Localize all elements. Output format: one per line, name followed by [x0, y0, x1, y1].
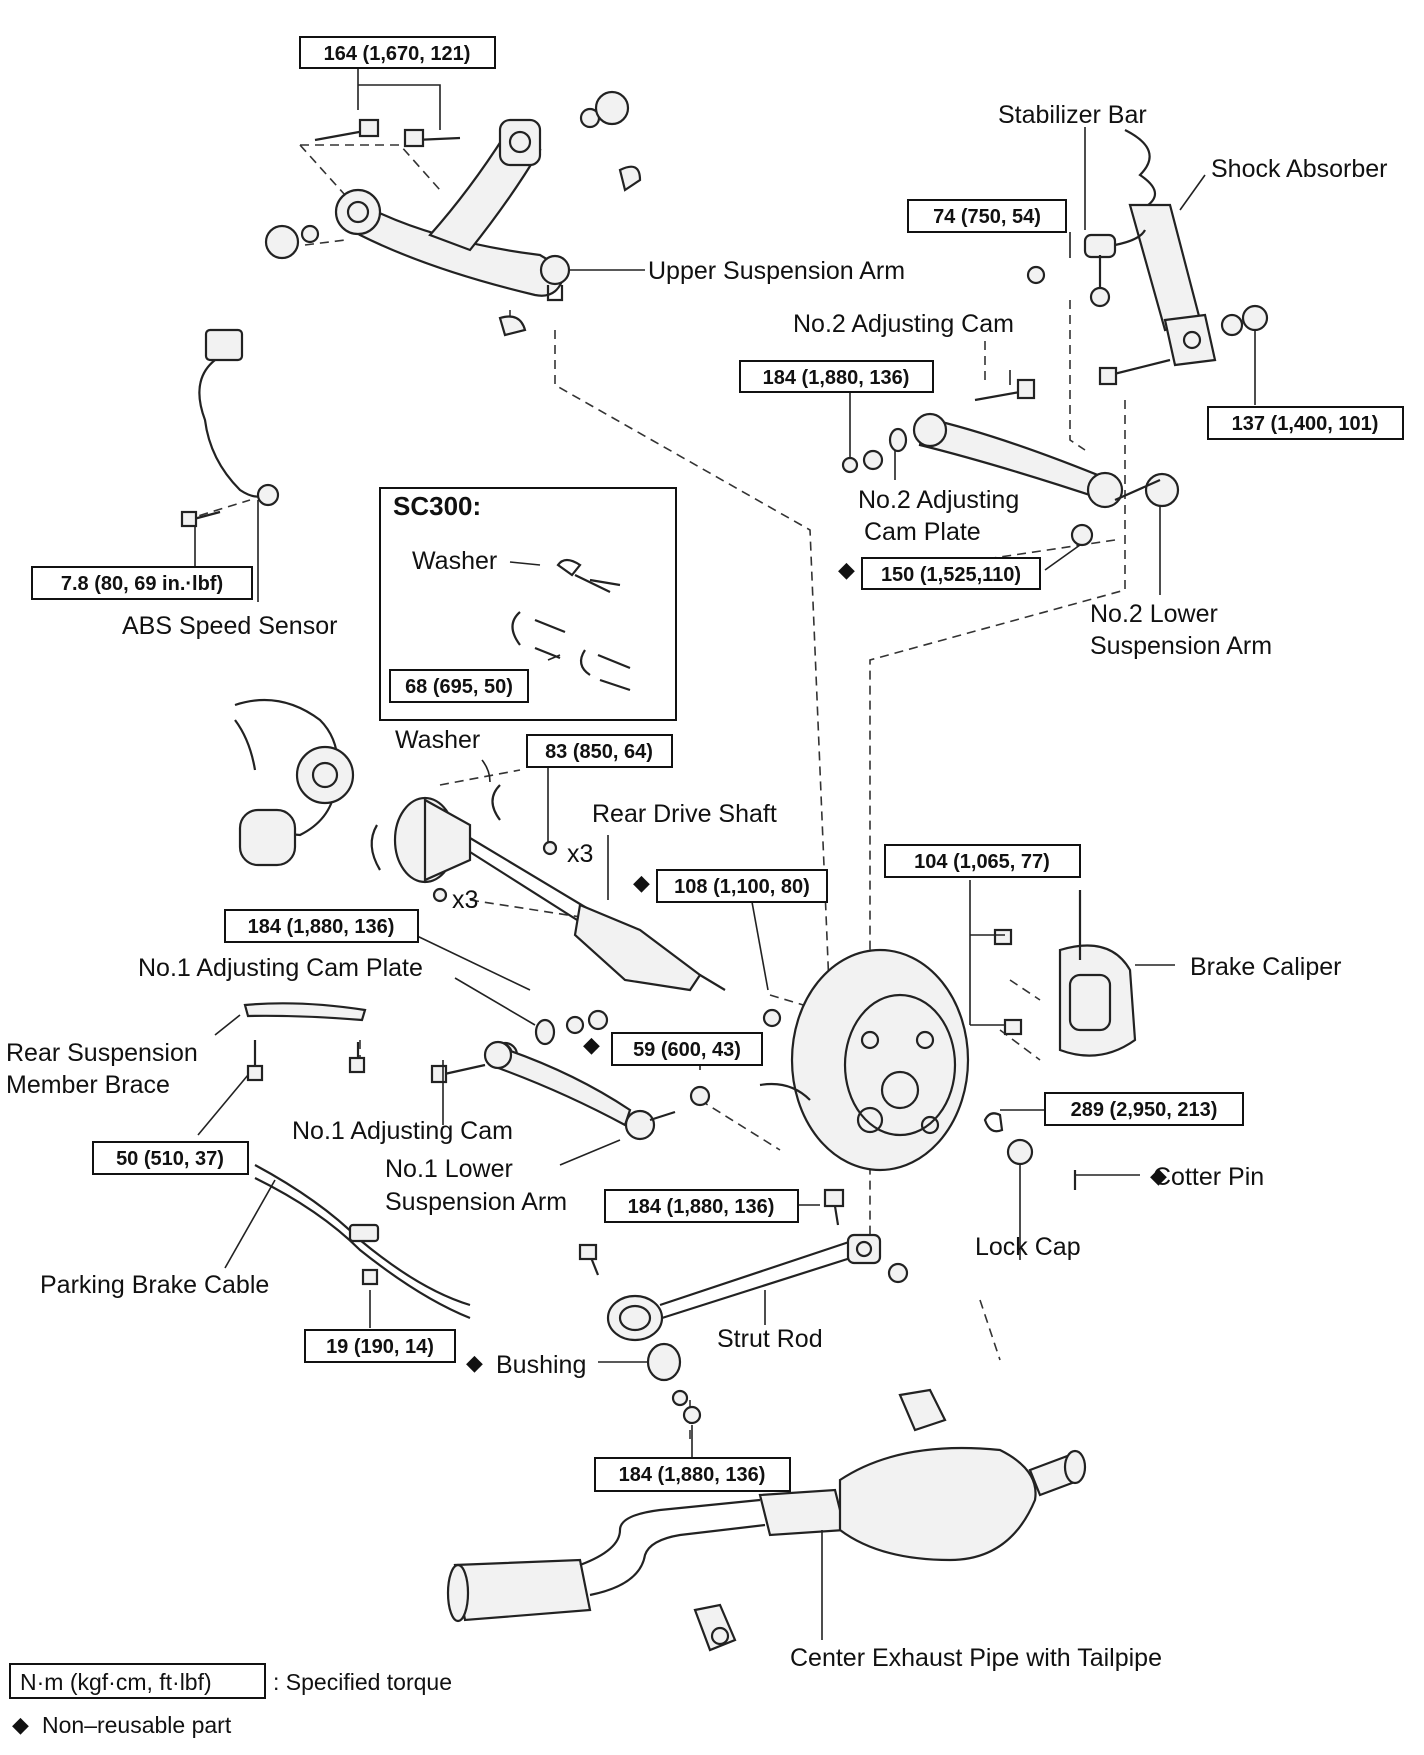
svg-text:184 (1,880, 136): 184 (1,880, 136) [248, 916, 395, 938]
label-no1-lower-arm-1: No.1 Lower [385, 1155, 513, 1183]
torque-box-no2-lower-arm: 150 (1,525,110) [861, 557, 1041, 590]
parking-cable-drawing [254, 1164, 471, 1320]
label-no1-cam-plate: No.1 Adjusting Cam Plate [138, 954, 423, 982]
label-no1-adjusting-cam: No.1 Adjusting Cam [292, 1117, 513, 1145]
label-sc300: SC300: [393, 491, 481, 521]
label-washer: Washer [395, 726, 480, 754]
svg-text:19 (190, 14): 19 (190, 14) [326, 1336, 434, 1358]
torque-box-strut-rod-bolt: 184 (1,880, 136) [604, 1189, 799, 1223]
part-labels: Stabilizer Bar Shock Absorber Upper Susp… [6, 101, 1388, 1672]
svg-text:50 (510, 37): 50 (510, 37) [116, 1148, 224, 1170]
legend-diamond: ◆ [12, 1712, 29, 1737]
torque-box-upper-arm: 164 (1,670, 121) [299, 36, 496, 69]
svg-text:150 (1,525,110): 150 (1,525,110) [881, 564, 1021, 586]
diamond-no2-lower-arm-nut: ◆ [838, 557, 855, 582]
differential-drawing [234, 698, 355, 867]
torque-box-abs: 7.8 (80, 69 in.·lbf) [31, 566, 253, 600]
legend-nonreusable: Non–reusable part [42, 1712, 232, 1738]
svg-text:68 (695, 50): 68 (695, 50) [405, 676, 513, 698]
svg-text:184 (1,880, 136): 184 (1,880, 136) [763, 367, 910, 389]
label-x3-a: x3 [567, 840, 593, 868]
label-x3-b: x3 [452, 886, 478, 914]
svg-text:184 (1,880, 136): 184 (1,880, 136) [628, 1196, 775, 1218]
torque-box-sc300: 68 (695, 50) [389, 669, 529, 703]
label-no2-adjusting-cam: No.2 Adjusting Cam [793, 310, 1014, 338]
label-upper-suspension-arm: Upper Suspension Arm [648, 257, 905, 285]
svg-text:164 (1,670, 121): 164 (1,670, 121) [324, 43, 471, 65]
drive-shaft-drawing [370, 784, 726, 992]
label-shock-absorber: Shock Absorber [1211, 155, 1388, 183]
torque-box-shock: 137 (1,400, 101) [1207, 406, 1404, 440]
legend: N·m (kgf·cm, ft·lbf) : Specified torque … [9, 1663, 452, 1738]
label-parking-brake-cable: Parking Brake Cable [40, 1271, 269, 1299]
label-rear-brace-1: Rear Suspension [6, 1039, 198, 1067]
diamond-cotter-pin: ◆ [1150, 1163, 1167, 1188]
brake-drawing [689, 890, 1137, 1190]
legend-unit-box: N·m (kgf·cm, ft·lbf) [20, 1669, 212, 1695]
member-brace-drawing [243, 1002, 367, 1082]
label-brake-caliper: Brake Caliper [1190, 953, 1341, 981]
label-cotter-pin: Cotter Pin [1153, 1163, 1264, 1191]
label-no1-lower-arm-2: Suspension Arm [385, 1188, 567, 1216]
svg-text:7.8 (80, 69 in.·lbf): 7.8 (80, 69 in.·lbf) [61, 573, 223, 595]
svg-text:74 (750, 54): 74 (750, 54) [933, 206, 1041, 228]
torque-box-brace: 50 (510, 37) [92, 1141, 249, 1175]
label-lock-cap: Lock Cap [975, 1233, 1081, 1261]
svg-text:59 (600, 43): 59 (600, 43) [633, 1039, 741, 1061]
label-stabilizer-bar: Stabilizer Bar [998, 101, 1147, 129]
leader-lines [194, 68, 1256, 1640]
torque-box-cable: 19 (190, 14) [304, 1329, 456, 1363]
svg-text:83 (850, 64): 83 (850, 64) [545, 741, 653, 763]
svg-text:108 (1,100, 80): 108 (1,100, 80) [674, 876, 810, 898]
label-exhaust: Center Exhaust Pipe with Tailpipe [790, 1644, 1162, 1672]
shock-absorber-drawing [1026, 129, 1269, 386]
torque-box-caliper: 104 (1,065, 77) [884, 844, 1081, 878]
no2-lower-arm-drawing [841, 378, 1180, 547]
strut-rod-drawing [578, 1188, 909, 1425]
label-strut-rod: Strut Rod [717, 1325, 823, 1353]
label-rear-brace-2: Member Brace [6, 1071, 170, 1099]
torque-box-axle-nut: 289 (2,950, 213) [1044, 1092, 1244, 1126]
torque-box-no1-lower-arm: 59 (600, 43) [611, 1032, 763, 1066]
diamond-bushing: ◆ [466, 1350, 483, 1375]
torque-box-hub-nut: 108 (1,100, 80) [656, 869, 828, 903]
label-rear-drive-shaft: Rear Drive Shaft [592, 800, 777, 828]
label-abs-speed-sensor: ABS Speed Sensor [122, 612, 337, 640]
svg-text:184 (1,880, 136): 184 (1,880, 136) [619, 1464, 766, 1486]
diamond-hub-nut: ◆ [633, 870, 650, 895]
legend-unit-desc: : Specified torque [273, 1669, 452, 1695]
torque-box-no1-cam: 184 (1,880, 136) [224, 909, 419, 943]
no1-lower-arm-drawing [430, 1009, 676, 1141]
upper-suspension-arm-drawing [264, 90, 642, 337]
svg-text:104 (1,065, 77): 104 (1,065, 77) [914, 851, 1050, 873]
nonreusable-markers: ◆ ◆ ◆ ◆ ◆ [466, 557, 1167, 1375]
torque-box-no2-cam: 184 (1,880, 136) [739, 360, 934, 393]
label-no2-cam-plate-1: No.2 Adjusting [858, 486, 1019, 514]
exhaust-drawing [446, 1388, 1087, 1652]
torque-box-drive-shaft: 83 (850, 64) [526, 734, 673, 768]
abs-sensor-drawing [180, 328, 280, 528]
torque-box-stabilizer: 74 (750, 54) [907, 199, 1067, 233]
torque-box-strut-rod-nut: 184 (1,880, 136) [594, 1457, 791, 1492]
label-bushing: Bushing [496, 1351, 586, 1379]
label-sc300-washer: Washer [412, 547, 497, 575]
diamond-no1-arm-nut: ◆ [583, 1032, 600, 1057]
svg-text:137 (1,400, 101): 137 (1,400, 101) [1232, 413, 1379, 435]
label-no2-cam-plate-2: Cam Plate [864, 518, 981, 546]
label-no2-lower-arm-1: No.2 Lower [1090, 600, 1218, 628]
svg-text:289 (2,950, 213): 289 (2,950, 213) [1071, 1099, 1218, 1121]
label-no2-lower-arm-2: Suspension Arm [1090, 632, 1272, 660]
